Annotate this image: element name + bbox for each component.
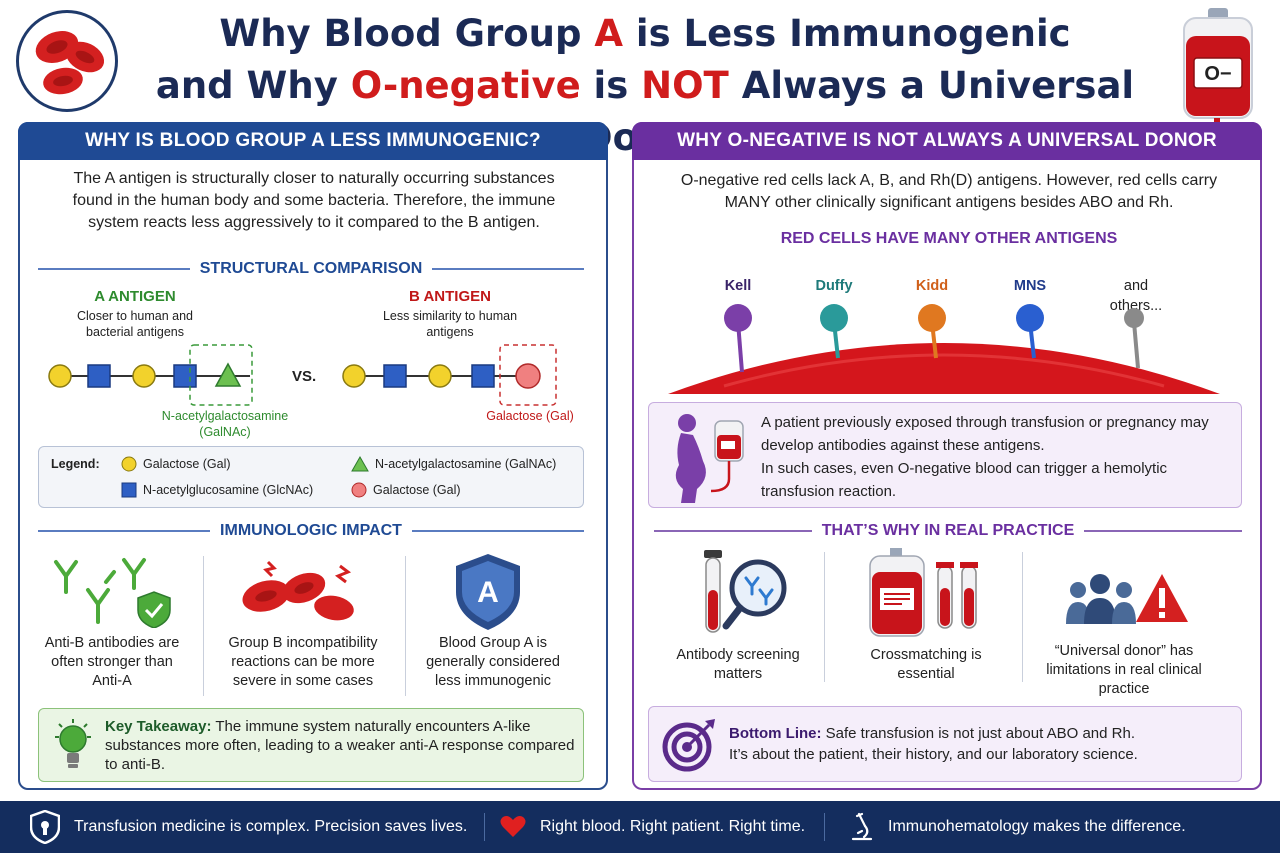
antigen-name: Duffy (815, 278, 853, 294)
practice-title: THAT’S WHY IN REAL PRACTICE (654, 522, 1243, 540)
red-cells-icon (35, 31, 105, 95)
bottom-line: Bottom Line: Safe transfusion is not jus… (648, 706, 1242, 782)
impact-group-b: Group B incompatibility reactions can be… (228, 635, 378, 689)
structural-comparison-title: STRUCTURAL COMPARISON (38, 260, 585, 278)
divider (824, 813, 825, 841)
key-takeaway: Key Takeaway: The immune system naturall… (38, 708, 584, 782)
lightbulb-icon (55, 719, 91, 768)
svg-text:VS.: VS. (292, 368, 316, 385)
antigen-name: Kidd (915, 278, 949, 294)
glcnac-node (471, 364, 495, 388)
bottom-line-text: Bottom Line: Safe transfusion is not jus… (729, 725, 1138, 763)
galactose-node (132, 364, 156, 388)
heart-icon (500, 816, 526, 837)
antigen-structure-diagram: VS. (48, 344, 557, 406)
immunologic-impact-title: IMMUNOLOGIC IMPACT (38, 522, 584, 540)
antibodies-icon (54, 558, 171, 628)
footer-item: Transfusion medicine is complex. Precisi… (30, 801, 467, 853)
practice-crossmatching: Crossmatching is essential (870, 647, 982, 682)
impact-group-a: Blood Group A is generally considered le… (426, 635, 560, 689)
antigen-name: MNS (1013, 278, 1047, 294)
legend-item: Galactose (Gal) (351, 482, 461, 498)
a-terminal-sugar: N-acetylgalactosamine (GalNAc) (161, 409, 289, 439)
svg-text:A: A (477, 576, 499, 609)
b-terminal-sugar: Galactose (Gal) (486, 409, 574, 423)
people-warning-icon (1066, 574, 1188, 624)
galactose-node (342, 364, 366, 388)
glcnac-node (383, 364, 407, 388)
legend-title: Legend: (51, 457, 100, 471)
divider (1022, 552, 1023, 682)
takeaway-text: Key Takeaway: The immune system naturall… (105, 718, 575, 773)
patient-exposure-box: A patient previously exposed through tra… (648, 402, 1242, 508)
header: Why Blood Group A is Less Immunogenic an… (0, 0, 1280, 159)
antibody-screening-icon (704, 550, 787, 633)
antigens-title: RED CELLS HAVE MANY OTHER ANTIGENS (780, 230, 1118, 247)
legend: Legend: Galactose (Gal) N-acetylglucosam… (38, 446, 584, 508)
footer-item: Immunohematology makes the difference. (850, 801, 1186, 853)
triangle-green-icon (351, 456, 369, 472)
antigen-marker (724, 304, 752, 332)
pregnant-patient-transfusion-icon (675, 414, 744, 503)
antigen-name: Kell (724, 278, 752, 294)
galactose-node (48, 364, 72, 388)
legend-item: N-acetylgalactosamine (GalNAc) (351, 456, 556, 472)
b-antigen-label: B ANTIGEN (409, 288, 491, 305)
antigen-marker (1124, 308, 1144, 328)
antigen-name: and others... (1109, 278, 1163, 314)
divider (484, 813, 485, 841)
a-antigen-desc: Closer to human and bacterial antigens (76, 309, 194, 339)
shield-a-icon: A (456, 554, 520, 630)
svg-text:O−: O− (1204, 63, 1231, 85)
red-cell-surface-diagram (668, 304, 1220, 394)
antigen-marker (1016, 304, 1044, 332)
b-antigen-desc: Less similarity to human antigens (382, 309, 518, 339)
panel-heading: WHY IS BLOOD GROUP A LESS IMMUNOGENIC? (18, 122, 608, 160)
panel-heading: WHY O-NEGATIVE IS NOT ALWAYS A UNIVERSAL… (632, 122, 1262, 160)
galnac-node (214, 362, 242, 387)
lysing-cells-icon (242, 560, 354, 621)
antigen-stem (1132, 321, 1140, 369)
antigen-marker (918, 304, 946, 332)
impact-antibodies: Anti-B antibodies are often stronger tha… (44, 635, 180, 689)
glcnac-node (87, 364, 111, 388)
divider (405, 556, 406, 696)
circle-pink-icon (351, 482, 367, 498)
practice-universal-donor: “Universal donor” has limitations in rea… (1046, 643, 1202, 697)
microscope-icon (851, 812, 873, 841)
footer-item: Right blood. Right patient. Right time. (500, 801, 805, 853)
legend-item: N-acetylglucosamine (GlcNAc) (121, 482, 313, 498)
antigen-marker (820, 304, 848, 332)
immunogenicity-panel: WHY IS BLOOD GROUP A LESS IMMUNOGENIC? T… (18, 122, 608, 790)
divider (824, 552, 825, 682)
circle-yellow-icon (121, 456, 137, 472)
target-icon (662, 719, 715, 772)
galactose-terminal-node (515, 363, 541, 389)
shield-keyhole-icon (30, 810, 60, 844)
red-blood-cells-logo (16, 10, 118, 112)
blood-bag-icon: O− (1170, 6, 1266, 156)
footer-bar: Transfusion medicine is complex. Precisi… (0, 801, 1280, 853)
glcnac-node (173, 364, 197, 388)
intro-text: O-negative red cells lack A, B, and Rh(D… (680, 172, 1218, 211)
patient-exposure-text: A patient previously exposed through tra… (761, 414, 1209, 500)
galactose-node (428, 364, 452, 388)
intro-text: The A antigen is structurally closer to … (72, 170, 556, 231)
universal-donor-panel: WHY O-NEGATIVE IS NOT ALWAYS A UNIVERSAL… (632, 122, 1262, 790)
square-blue-icon (121, 482, 137, 498)
a-antigen-label: A ANTIGEN (94, 288, 176, 305)
practice-screening: Antibody screening matters (676, 647, 800, 682)
legend-item: Galactose (Gal) (121, 456, 231, 472)
page-title: Why Blood Group A is Less Immunogenic an… (155, 12, 1135, 159)
divider (203, 556, 204, 696)
crossmatching-icon (869, 548, 978, 637)
